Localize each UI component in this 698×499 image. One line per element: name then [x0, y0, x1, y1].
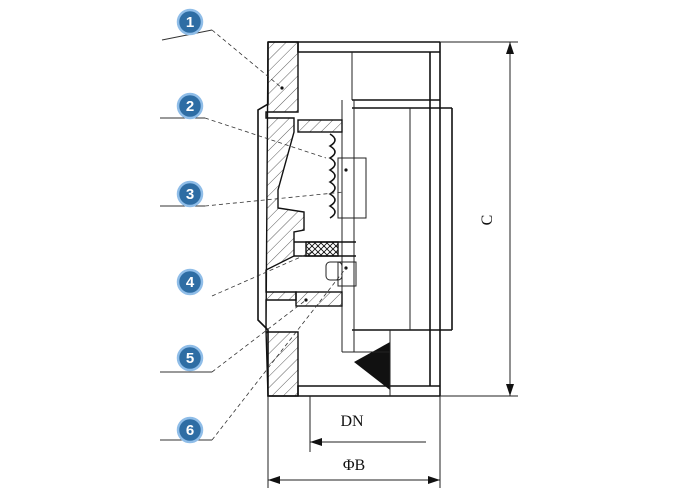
leader-5b — [211, 299, 307, 373]
dim-c-label: C — [479, 215, 496, 226]
valve-body-section — [265, 41, 305, 397]
flow-triangle — [354, 342, 390, 390]
callout-3: 3 — [176, 180, 204, 208]
leader-1a — [161, 29, 213, 41]
callout-2: 2 — [176, 92, 204, 120]
callout-1-number: 1 — [186, 14, 194, 31]
callout-4: 4 — [176, 268, 204, 296]
part3-spring — [328, 133, 336, 219]
leader-1b — [211, 29, 283, 89]
leader-3b — [204, 191, 345, 207]
marker-dot — [344, 168, 348, 172]
callout-1: 1 — [176, 8, 204, 36]
leader-4 — [211, 251, 313, 297]
callout-2-number: 2 — [186, 98, 194, 115]
leader-6b — [211, 267, 347, 441]
callout-6: 6 — [176, 416, 204, 444]
dim-dn-arrow — [310, 438, 322, 446]
callout-3-number: 3 — [186, 186, 194, 203]
dim-b-arrow-left — [268, 476, 280, 484]
part4-seal — [305, 241, 339, 257]
leader-2b — [204, 117, 327, 159]
part5-retaining-ring — [295, 291, 343, 307]
part2-seat-plate — [297, 119, 343, 133]
dim-c-arrow-bottom — [506, 384, 514, 396]
marker-dot — [304, 298, 308, 302]
dim-dn-label: DN — [340, 413, 364, 430]
callout-4-number: 4 — [186, 274, 195, 291]
part6-plug — [325, 261, 343, 281]
valve-body-outline — [257, 41, 440, 397]
dim-b-arrow-right — [428, 476, 440, 484]
dim-c-arrow-top — [506, 42, 514, 54]
marker-dot — [280, 86, 284, 90]
spring-housing — [337, 157, 367, 219]
callout-6-number: 6 — [186, 422, 194, 439]
callout-5: 5 — [176, 344, 204, 372]
dim-b-label: ΦB — [343, 457, 365, 474]
callout-5-number: 5 — [186, 350, 194, 367]
part6-housing — [337, 261, 357, 287]
